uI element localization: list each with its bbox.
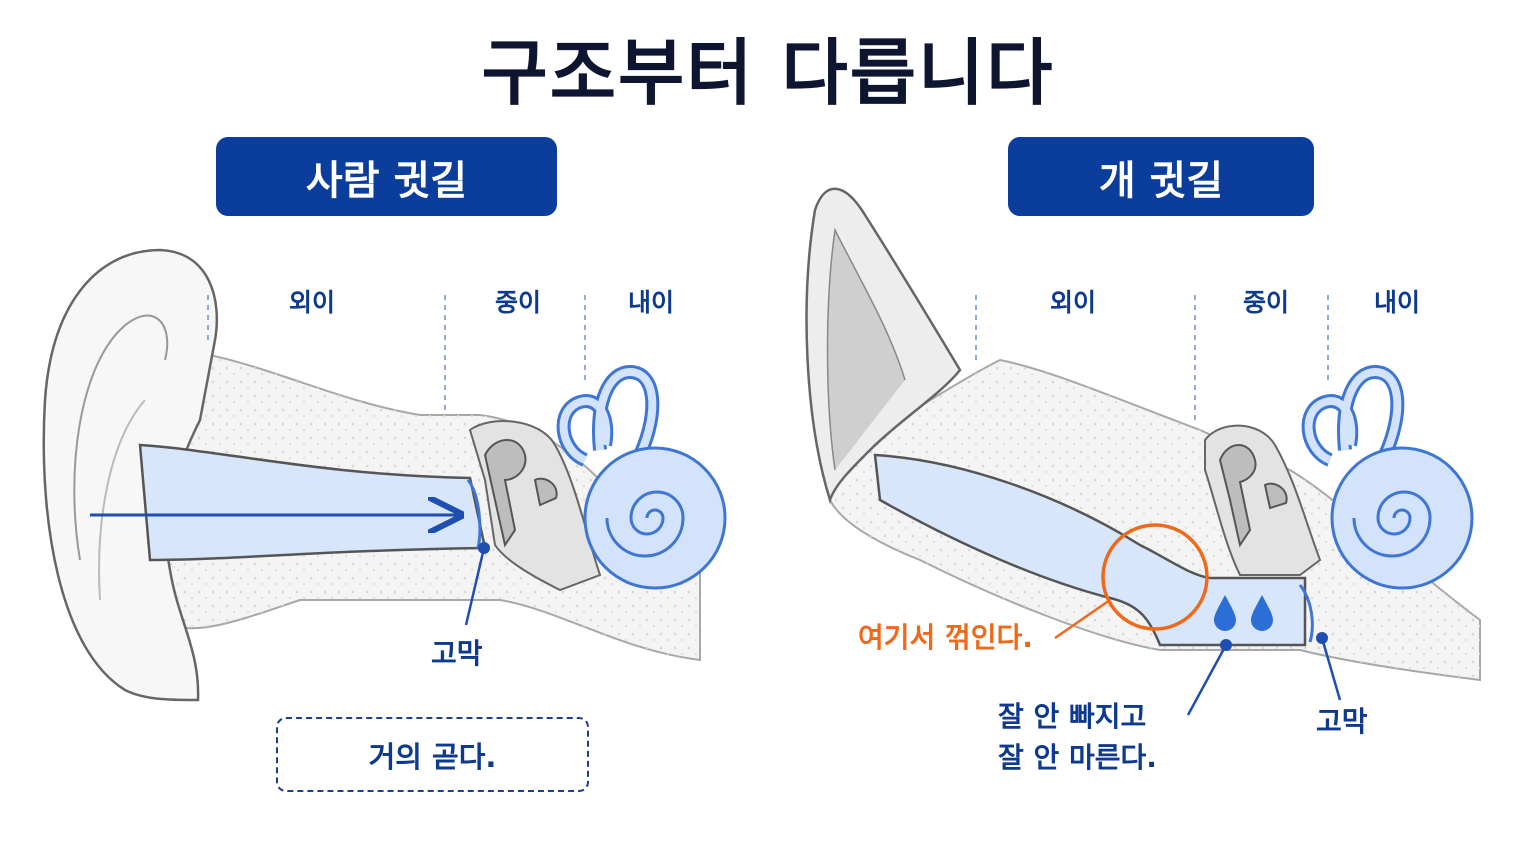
dog-moisture-line1: 잘 안 빠지고 xyxy=(998,700,1147,733)
human-ear xyxy=(42,248,727,702)
human-pinna xyxy=(42,248,219,702)
page-title: 구조부터 다릅니다 xyxy=(481,31,1055,115)
human-region-outer: 외이 xyxy=(288,288,336,317)
dog-moisture-line2: 잘 안 마른다. xyxy=(998,741,1157,774)
dog-region-middle: 중이 xyxy=(1242,288,1290,317)
human-region-middle: 중이 xyxy=(494,288,542,317)
droplet-icon xyxy=(1251,595,1273,631)
dog-region-dividers xyxy=(975,295,1329,420)
dog-ear-canal xyxy=(873,453,1307,647)
dog-eardrum xyxy=(1298,584,1314,643)
dog-bend-label: 여기서 꺾인다. xyxy=(858,621,1033,654)
human-region-inner: 내이 xyxy=(627,288,675,317)
human-eardrum xyxy=(466,479,482,549)
dog-ossicles xyxy=(1218,444,1288,548)
human-region-dividers xyxy=(207,295,586,415)
dog-region-outer: 외이 xyxy=(1049,288,1097,317)
dog-inner-ear xyxy=(1301,364,1474,590)
dog-eardrum-label: 고막 xyxy=(1316,705,1368,738)
droplet-icon xyxy=(1214,595,1236,631)
human-panel-label: 사람 귓길 xyxy=(216,137,557,216)
human-note-box: 거의 곧다. xyxy=(276,717,589,792)
human-ossicles xyxy=(483,439,558,548)
dog-region-inner: 내이 xyxy=(1373,288,1421,317)
dog-panel-label: 개 귓길 xyxy=(1008,137,1314,216)
human-inner-ear xyxy=(556,364,727,590)
dog-ear xyxy=(805,187,1481,716)
bend-highlight-circle xyxy=(1101,523,1209,631)
human-eardrum-label: 고막 xyxy=(431,637,483,670)
